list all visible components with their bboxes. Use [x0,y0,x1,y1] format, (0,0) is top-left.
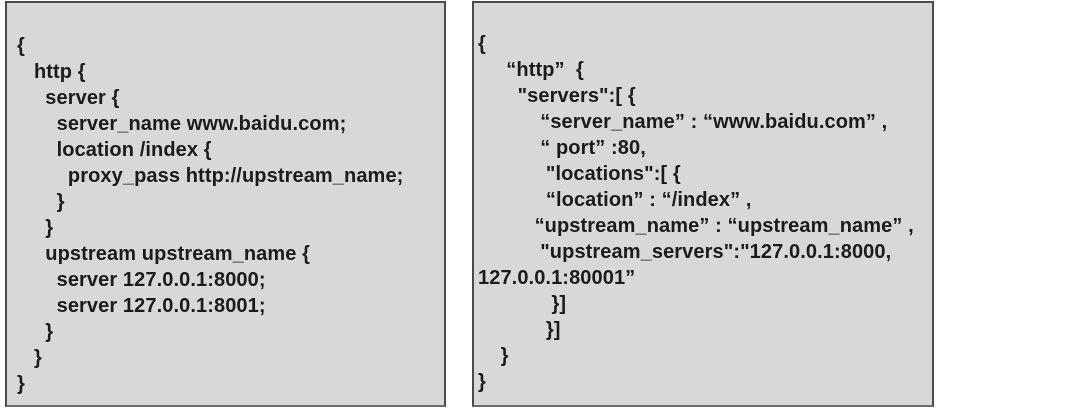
nginx-config-code: { http { server { server_name www.baidu.… [17,35,404,395]
json-config-panel: { “http” { "servers":[ { “server_name” :… [472,1,934,407]
nginx-config-panel: { http { server { server_name www.baidu.… [5,1,446,407]
json-config-code: { “http” { "servers":[ { “server_name” :… [478,33,914,393]
